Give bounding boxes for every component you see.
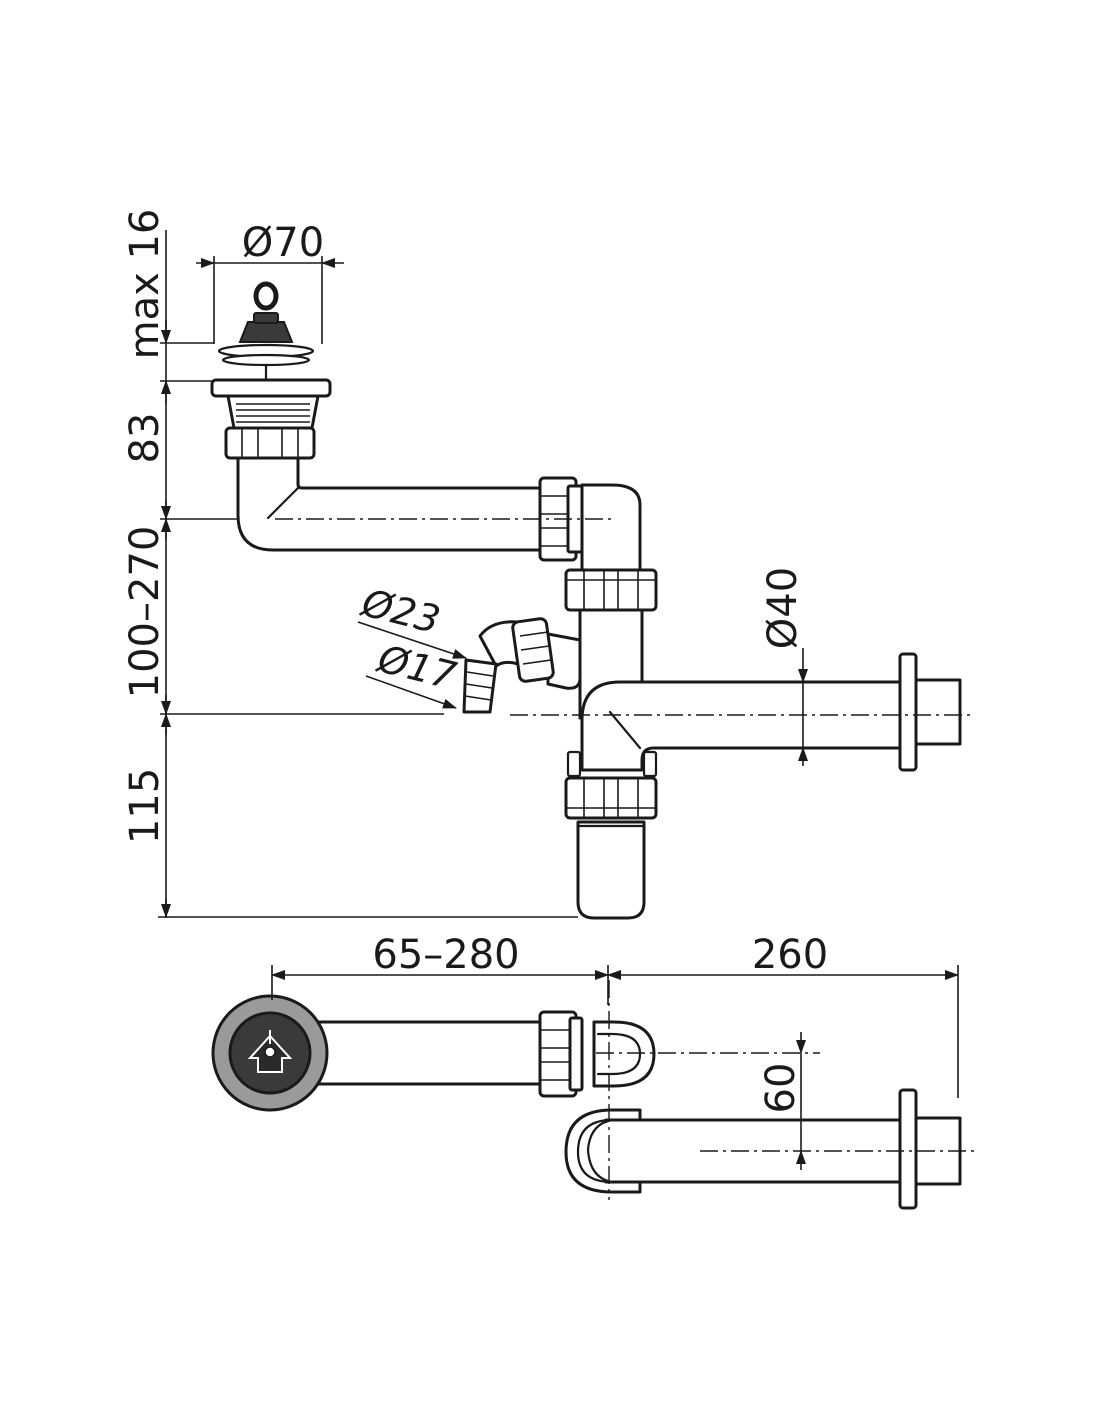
wall-flange [898,652,962,772]
drain-body [226,394,320,430]
top-connection-nut [538,1010,584,1098]
side-view [210,281,974,920]
right-clip [642,750,658,778]
outlet-pipe [580,680,904,772]
reach-label: 65–280 [372,932,519,978]
hose-inner-leader [365,675,457,709]
top-wall-flange [898,1088,962,1210]
hose-inner-label: Ø17 [372,636,461,698]
lower-trap-nut [564,776,658,820]
left-clip [566,750,582,778]
top-view-dimensions: 65–280 260 60 [271,932,959,1170]
height-100-270-label: 100–270 [122,526,168,699]
side-view-dimensions: Ø70 max 16 83 100–270 115 Ø23 Ø17 Ø40 [122,209,808,918]
top-drain-plug [211,994,329,1112]
hose-connector [462,617,582,714]
offset-label: 60 [758,1063,804,1114]
pipe-diameter-label: Ø40 [760,567,806,649]
drain-flange [210,378,332,398]
top-upper-bend [592,1020,656,1088]
top-view [211,980,974,1210]
drain-nut [224,426,316,460]
plug-stopper [217,281,315,380]
height-115-label: 115 [122,768,168,844]
top-outlet-bend-edge [586,1118,614,1184]
diameter-70-label: Ø70 [242,220,324,266]
hose-outer-leader [357,621,467,659]
height-83-label: 83 [122,413,168,464]
length-label: 260 [752,932,828,978]
drain-arm-pipe [236,453,550,552]
upper-trap-nut [564,568,658,612]
hose-outer-label: Ø23 [356,580,445,642]
top-arm-pipe [312,1020,548,1086]
max16-label: max 16 [122,209,168,360]
